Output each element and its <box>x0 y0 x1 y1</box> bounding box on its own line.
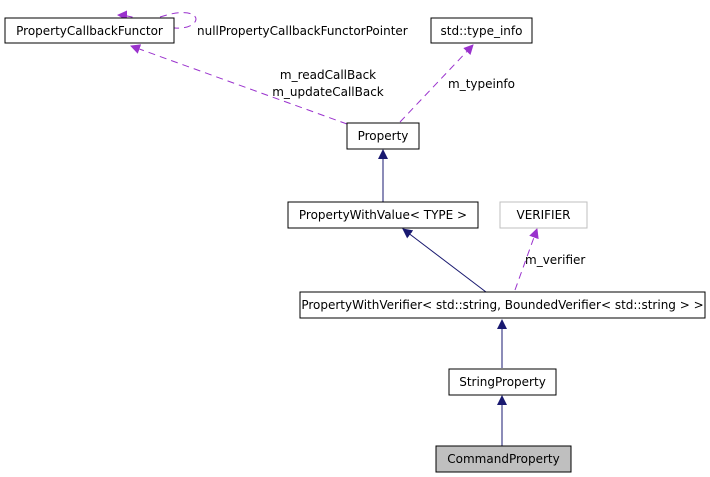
label-null-pointer: nullPropertyCallbackFunctorPointer <box>197 24 408 38</box>
node-property-callback-functor[interactable]: PropertyCallbackFunctor <box>4 17 175 44</box>
node-command-property[interactable]: CommandProperty <box>435 445 572 473</box>
node-string-property[interactable]: StringProperty <box>448 368 557 396</box>
node-label: Property <box>358 129 409 143</box>
node-verifier[interactable]: VERIFIER <box>499 201 588 229</box>
node-property-with-value[interactable]: PropertyWithValue< TYPE > <box>287 201 479 229</box>
label-verifier: m_verifier <box>525 253 585 267</box>
edge-verifier-to-verifier-template <box>514 228 539 291</box>
node-label: StringProperty <box>459 375 546 389</box>
node-label: CommandProperty <box>447 452 559 466</box>
node-label: VERIFIER <box>516 208 570 222</box>
edge-property-to-callback <box>130 44 348 125</box>
node-label: PropertyCallbackFunctor <box>16 24 163 38</box>
usage-edges <box>117 10 539 291</box>
edge-property-to-typeinfo <box>399 44 474 123</box>
node-type-info[interactable]: std::type_info <box>430 17 533 44</box>
label-typeinfo: m_typeinfo <box>448 77 515 91</box>
label-read-callback: m_readCallBack <box>280 68 376 82</box>
label-update-callback: m_updateCallBack <box>272 85 384 99</box>
node-property[interactable]: Property <box>346 122 420 150</box>
node-label: std::type_info <box>441 24 523 38</box>
edge-verifier-to-value <box>402 228 487 293</box>
node-property-with-verifier[interactable]: PropertyWithVerifier< std::string, Bound… <box>299 291 706 319</box>
node-label: PropertyWithVerifier< std::string, Bound… <box>301 298 703 312</box>
inheritance-edges <box>378 149 507 446</box>
node-label: PropertyWithValue< TYPE > <box>299 208 467 222</box>
